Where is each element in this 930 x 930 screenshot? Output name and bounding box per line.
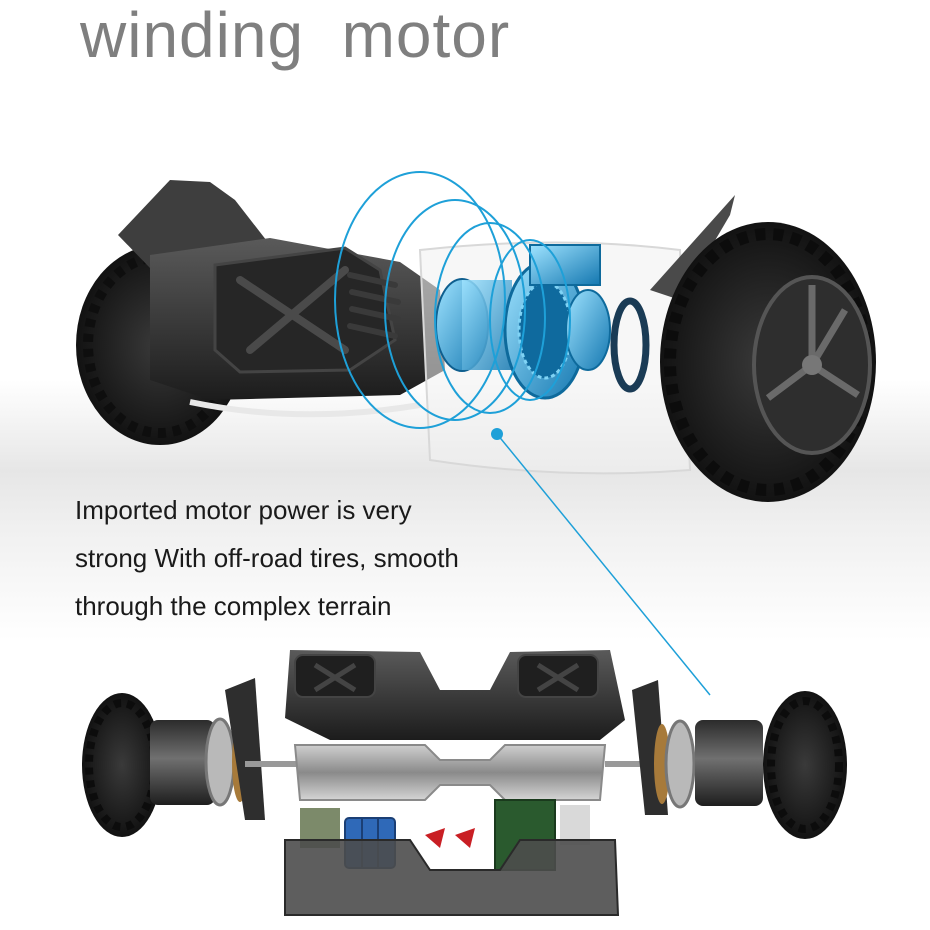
exploded-left-drum: [150, 720, 215, 805]
exploded-right-drum: [695, 720, 763, 806]
callout-line: [496, 433, 711, 696]
right-fender: [650, 195, 735, 300]
exploded-right-tire: [763, 691, 847, 839]
caption-line-2: strong With off-road tires, smooth: [75, 543, 459, 573]
feature-caption: Imported motor power is very strong With…: [75, 486, 545, 630]
caption-line-3: through the complex terrain: [75, 591, 392, 621]
hoverboard-exploded: [82, 650, 847, 916]
exploded-metal-frame: [293, 744, 607, 801]
caption-line-1: Imported motor power is very: [75, 495, 412, 525]
exploded-bottom-shell: [284, 839, 620, 916]
field-rings: [334, 171, 571, 429]
exploded-left-tire: [82, 693, 162, 837]
hoverboard-top: [76, 171, 876, 696]
headline: winding motor: [80, 0, 511, 71]
